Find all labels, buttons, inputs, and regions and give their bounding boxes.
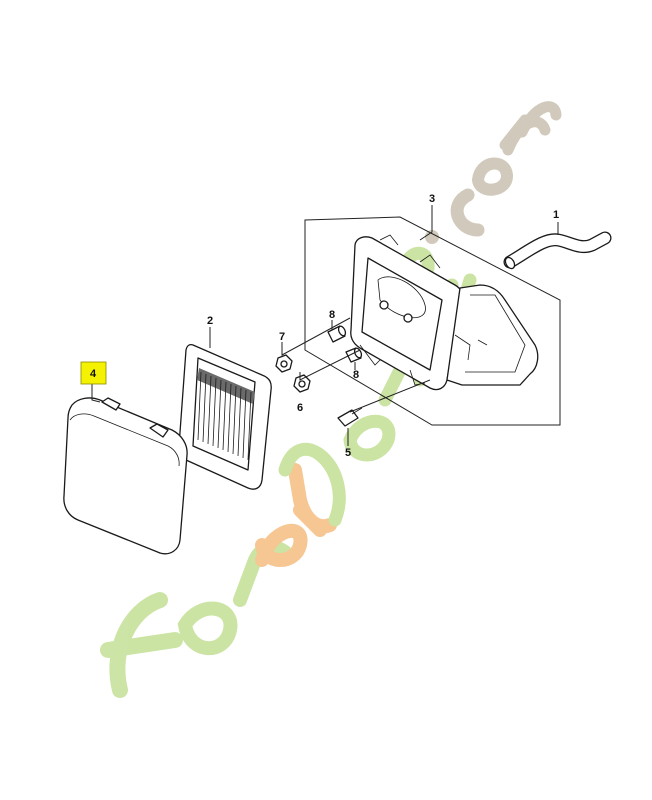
watermark-letter-f: [100, 592, 183, 698]
callout-6: 6: [297, 402, 303, 414]
leader-lines: [91, 205, 559, 446]
callout-7: 7: [279, 331, 285, 343]
callout-labels: 1 2 3 4 5 6 7 8 8: [80, 193, 559, 459]
outline-box: [304, 216, 561, 426]
watermark-letter-m: [499, 101, 562, 156]
callout-4-highlight: [80, 361, 107, 385]
air-cleaner-case: [350, 234, 539, 391]
watermark: [100, 101, 562, 698]
watermark-letter-o2: [471, 157, 513, 196]
breather-tube: [503, 231, 612, 270]
callout-2: 2: [207, 315, 213, 327]
callout-8-lower: 8: [353, 369, 359, 381]
watermark-letter-t: [288, 463, 337, 537]
callout-8-upper: 8: [329, 309, 335, 321]
collar-8-upper: [327, 325, 347, 343]
callout-4: 4: [90, 368, 97, 380]
callout-5: 5: [345, 447, 351, 459]
watermark-letter-a: [343, 414, 396, 462]
callout-1: 1: [553, 209, 559, 221]
filter-pleats: [197, 368, 255, 461]
watermark-letter-j: [278, 442, 346, 527]
watermark-letter-o: [177, 601, 238, 656]
flange-nut-6: [293, 374, 311, 393]
collar-8-lower: [345, 347, 363, 363]
callout-3: 3: [429, 193, 435, 205]
flange-nut-7: [275, 354, 293, 373]
air-filter-element: [178, 344, 272, 490]
air-cleaner-cover: [63, 397, 188, 555]
watermark-letter-c: [450, 188, 485, 237]
watermark-dot: [425, 230, 439, 244]
watermark-letter-e: [255, 523, 308, 567]
bolt-5: [337, 407, 363, 427]
